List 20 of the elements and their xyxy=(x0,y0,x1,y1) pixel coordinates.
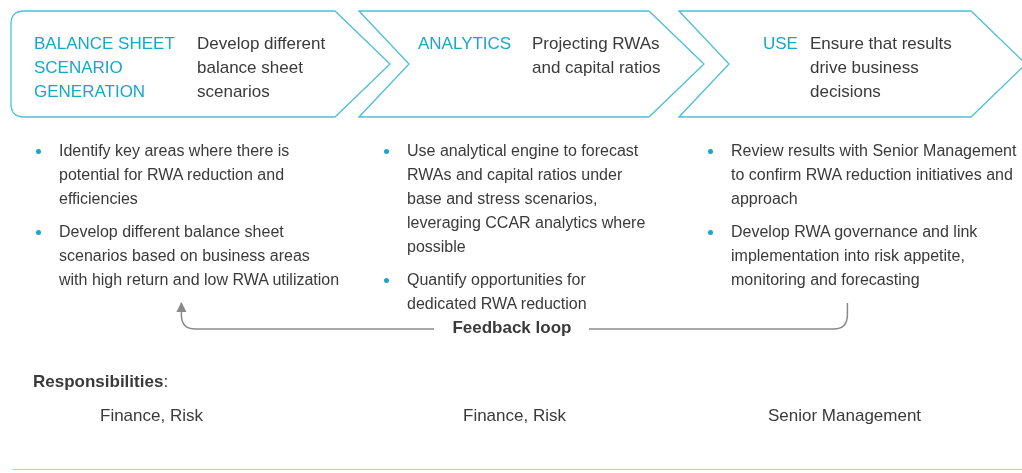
responsibility-text: Finance, Risk xyxy=(463,406,566,426)
step-description: Develop different balance sheet scenarios xyxy=(197,33,327,103)
bullet-item: Review results with Senior Management to confirm RWA reduction initiatives and approach xyxy=(731,141,1018,209)
step-description: Ensure that results drive business decisions xyxy=(810,33,953,103)
chevron-step xyxy=(678,10,1022,118)
edge-label: Feedback loop xyxy=(434,318,590,338)
chevron-step xyxy=(10,10,392,118)
responsibility-text: Finance, Risk xyxy=(100,406,203,426)
step-description: Projecting RWAs and capital ratios xyxy=(532,33,662,79)
bullet-item: Develop different balance sheet scenarios based on business areas with high return and low RWA utilization xyxy=(59,222,340,290)
step-title: ANALYTICS xyxy=(418,33,513,55)
step-title: USE xyxy=(763,33,799,55)
responsibility-text: Senior Management xyxy=(768,406,922,426)
section-heading: Responsibilities: xyxy=(33,372,169,392)
bullet-item: Develop RWA governance and link implementation into risk appetite, monitoring and forecasting xyxy=(731,222,979,290)
chevron-step xyxy=(358,10,706,118)
step-title: BALANCE SHEET SCENARIO GENERATION xyxy=(34,33,176,103)
bullet-item: Use analytical engine to forecast RWAs and capital ratios under base and stress scenarios, leveraging CCAR analytics where possible xyxy=(407,141,647,257)
bullet-item: Quantify opportunities for dedicated RWA reduction xyxy=(407,270,588,314)
bullet-item: Identify key areas where there is potential for RWA reduction and efficiencies xyxy=(59,141,291,209)
